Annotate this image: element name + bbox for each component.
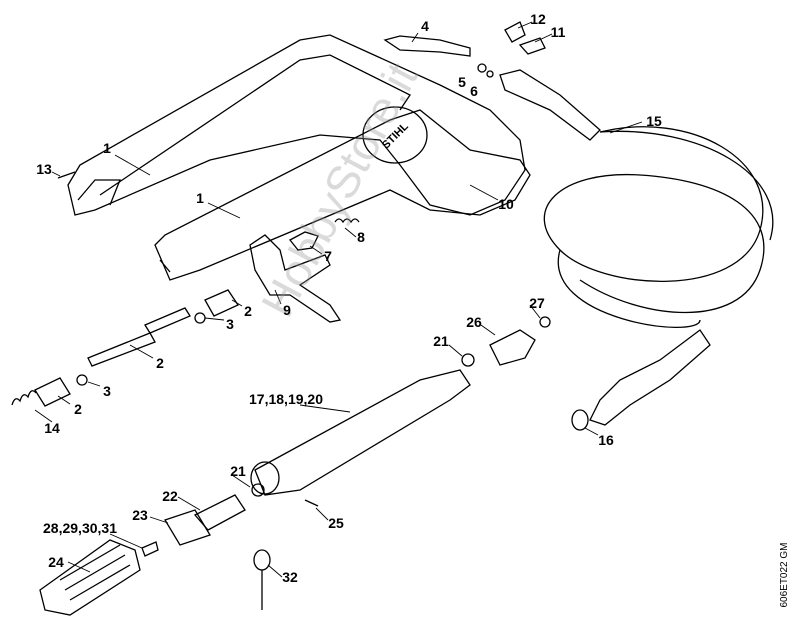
o-ring-5 xyxy=(477,63,487,73)
o-ring-3 xyxy=(194,312,206,324)
part-label: 12 xyxy=(530,11,546,27)
part-label: 4 xyxy=(421,18,429,34)
o-ring-16 xyxy=(571,409,589,431)
valve-pin xyxy=(289,231,319,251)
nozzle-cap-24 xyxy=(39,539,141,616)
screw-25 xyxy=(304,499,319,507)
tube-2b xyxy=(87,332,156,367)
spring-8 xyxy=(334,218,360,224)
trigger xyxy=(249,234,342,323)
part-label: 5 xyxy=(458,74,466,90)
part-label: 1 xyxy=(196,190,204,206)
lance-end xyxy=(250,461,280,495)
gun-housing-half xyxy=(67,34,526,216)
clip-11 xyxy=(518,37,546,55)
lance-body xyxy=(254,369,471,496)
nozzle-23 xyxy=(164,509,211,546)
part-label: 24 xyxy=(48,554,64,570)
part-label: 6 xyxy=(470,83,478,99)
o-ring-6 xyxy=(486,70,494,78)
nozzle-22 xyxy=(193,494,246,531)
gun-lower-half xyxy=(154,109,531,281)
clip-12 xyxy=(504,21,526,43)
drawing-code: 606ET022 GM xyxy=(779,542,790,608)
part-label: 7 xyxy=(324,248,332,264)
part-label: 25 xyxy=(328,515,344,531)
part-label: 15 xyxy=(646,113,662,129)
screw-13 xyxy=(57,171,76,179)
o-ring-27 xyxy=(539,316,551,328)
sleeve-2 xyxy=(204,289,239,317)
part-label: 27 xyxy=(529,295,545,311)
part-label: 3 xyxy=(103,383,111,399)
leader-lines xyxy=(34,21,643,578)
part-label: 21 xyxy=(230,463,246,479)
hose xyxy=(543,126,765,314)
hose-connector-bottom xyxy=(589,329,711,426)
elbow-tube xyxy=(383,35,471,57)
part-label: 11 xyxy=(550,24,566,40)
part-label: 32 xyxy=(282,569,298,585)
o-ring-21b xyxy=(461,353,475,367)
o-ring-3b xyxy=(76,374,88,386)
ring-32 xyxy=(253,549,271,571)
tube-2 xyxy=(144,307,191,334)
part-label: 8 xyxy=(357,229,365,245)
part-label: 2 xyxy=(74,401,82,417)
sleeve-2b xyxy=(34,377,71,407)
part-label: 17,18,19,20 xyxy=(249,391,323,407)
o-ring-21 xyxy=(251,483,265,497)
part-label: 26 xyxy=(466,314,482,330)
part-label: 1 xyxy=(103,140,111,156)
part-label: 10 xyxy=(498,196,514,212)
part-label: 23 xyxy=(132,507,148,523)
part-label: 9 xyxy=(283,302,291,318)
nozzle-26 xyxy=(489,329,536,366)
part-label: 21 xyxy=(433,333,449,349)
hose-connector-top xyxy=(499,69,601,141)
part-label: 16 xyxy=(598,432,614,448)
part-label: 14 xyxy=(44,420,60,436)
part-label: 28,29,30,31 xyxy=(43,520,117,536)
stihl-logo-emblem xyxy=(362,106,428,164)
part-label: 13 xyxy=(36,161,52,177)
pin-28 xyxy=(141,541,159,557)
part-label: 2 xyxy=(156,355,164,371)
part-label: 3 xyxy=(226,316,234,332)
part-label: 2 xyxy=(244,303,252,319)
spring-14 xyxy=(11,390,37,406)
part-label: 22 xyxy=(162,488,178,504)
